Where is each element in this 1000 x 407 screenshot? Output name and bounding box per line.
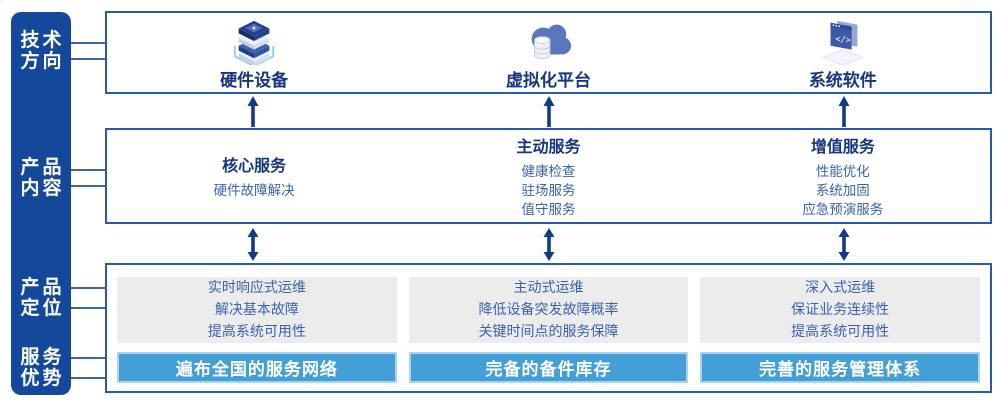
service-column-value-added: 增值服务 性能优化 系统加固 应急预演服务 — [696, 130, 990, 222]
service-column-proactive: 主动服务 健康检查 驻场服务 值守服务 — [401, 130, 695, 222]
tech-item-virtualization: 虚拟化平台 — [401, 13, 695, 92]
cloud-database-icon — [532, 24, 572, 59]
tech-item-label: 硬件设备 — [220, 70, 289, 91]
tech-item-system-software: </> 系统软件 — [696, 13, 990, 92]
rail-label-line: 产品 — [20, 156, 65, 178]
rail-label-product-positioning: 产品 定位 — [11, 277, 71, 319]
code-window-icon: </> — [820, 20, 865, 65]
service-item: 值守服务 — [521, 201, 576, 218]
connector-line — [71, 357, 107, 359]
ops-line: 关键时间点的服务保障 — [478, 324, 619, 340]
ops-line: 主动式运维 — [513, 280, 584, 296]
connector-line — [71, 377, 107, 379]
advantage-bar: 遍布全国的服务网络 — [117, 352, 397, 383]
ops-line: 保证业务连续性 — [791, 302, 890, 318]
connector-line — [71, 169, 107, 171]
service-item: 健康检查 — [521, 163, 576, 180]
ops-line: 深入式运维 — [805, 280, 876, 296]
ops-line: 解决基本故障 — [214, 302, 299, 318]
rail-label-line: 服务 — [20, 346, 65, 368]
ops-line: 提高系统可用性 — [207, 324, 306, 340]
connector-line — [71, 42, 107, 44]
service-column-title: 核心服务 — [222, 155, 287, 175]
left-rail — [11, 12, 71, 395]
double-arrow-icon — [542, 228, 556, 261]
connector-line — [71, 287, 107, 289]
tech-item-hardware: 硬件设备 — [107, 13, 401, 92]
double-arrow-icon — [246, 228, 260, 261]
up-arrow-icon — [246, 96, 260, 127]
ops-panel: 深入式运维 保证业务连续性 提高系统可用性 — [700, 277, 981, 343]
service-item: 硬件故障解决 — [213, 182, 295, 199]
product-content-box: 核心服务 硬件故障解决 主动服务 健康检查 驻场服务 值守服务 增值服务 性能优… — [105, 128, 992, 224]
rail-label-line: 定位 — [20, 297, 65, 319]
rail-label-product-content: 产品 内容 — [11, 157, 71, 199]
service-column-core: 核心服务 硬件故障解决 — [107, 130, 401, 222]
rail-label-line: 方向 — [20, 50, 65, 72]
double-arrow-icon — [837, 228, 851, 261]
tech-item-label: 系统软件 — [808, 70, 877, 91]
service-item: 驻场服务 — [521, 182, 576, 199]
positioning-column-reactive: 实时响应式运维 解决基本故障 提高系统可用性 遍布全国的服务网络 — [117, 277, 397, 383]
svg-text:</>: </> — [835, 34, 852, 46]
up-arrow-icon — [542, 96, 556, 127]
service-item: 性能优化 — [815, 163, 870, 180]
ops-panel: 实时响应式运维 解决基本故障 提高系统可用性 — [117, 277, 397, 343]
rail-label-tech-direction: 技术 方向 — [11, 30, 71, 72]
connector-line — [71, 58, 107, 60]
connector-line — [71, 185, 107, 187]
product-positioning-box: 实时响应式运维 解决基本故障 提高系统可用性 遍布全国的服务网络 主动式运维 降… — [105, 263, 992, 393]
rail-label-line: 优势 — [20, 367, 65, 389]
tech-direction-box: 硬件设备 虚拟化平台 — [105, 11, 992, 94]
service-item: 系统加固 — [815, 182, 870, 199]
ops-line: 降低设备突发故障概率 — [478, 302, 619, 318]
connector-line — [71, 307, 107, 309]
service-column-title: 主动服务 — [516, 136, 581, 156]
advantage-bar: 完备的备件库存 — [408, 352, 689, 383]
rail-label-line: 产品 — [20, 276, 65, 298]
positioning-column-deep: 深入式运维 保证业务连续性 提高系统可用性 完善的服务管理体系 — [700, 277, 981, 383]
ops-line: 提高系统可用性 — [791, 324, 890, 340]
advantage-bar: 完善的服务管理体系 — [700, 352, 981, 383]
tech-item-label: 虚拟化平台 — [505, 70, 591, 91]
rail-label-line: 技术 — [20, 29, 65, 51]
positioning-column-proactive: 主动式运维 降低设备突发故障概率 关键时间点的服务保障 完备的备件库存 — [408, 277, 689, 383]
server-stack-icon — [233, 20, 275, 65]
ops-panel: 主动式运维 降低设备突发故障概率 关键时间点的服务保障 — [408, 277, 689, 343]
rail-label-service-advantage: 服务 优势 — [11, 347, 71, 389]
ops-line: 实时响应式运维 — [207, 280, 306, 296]
up-arrow-icon — [837, 96, 851, 127]
rail-label-line: 内容 — [20, 177, 65, 199]
service-item: 应急预演服务 — [802, 201, 884, 218]
service-column-title: 增值服务 — [810, 136, 875, 156]
